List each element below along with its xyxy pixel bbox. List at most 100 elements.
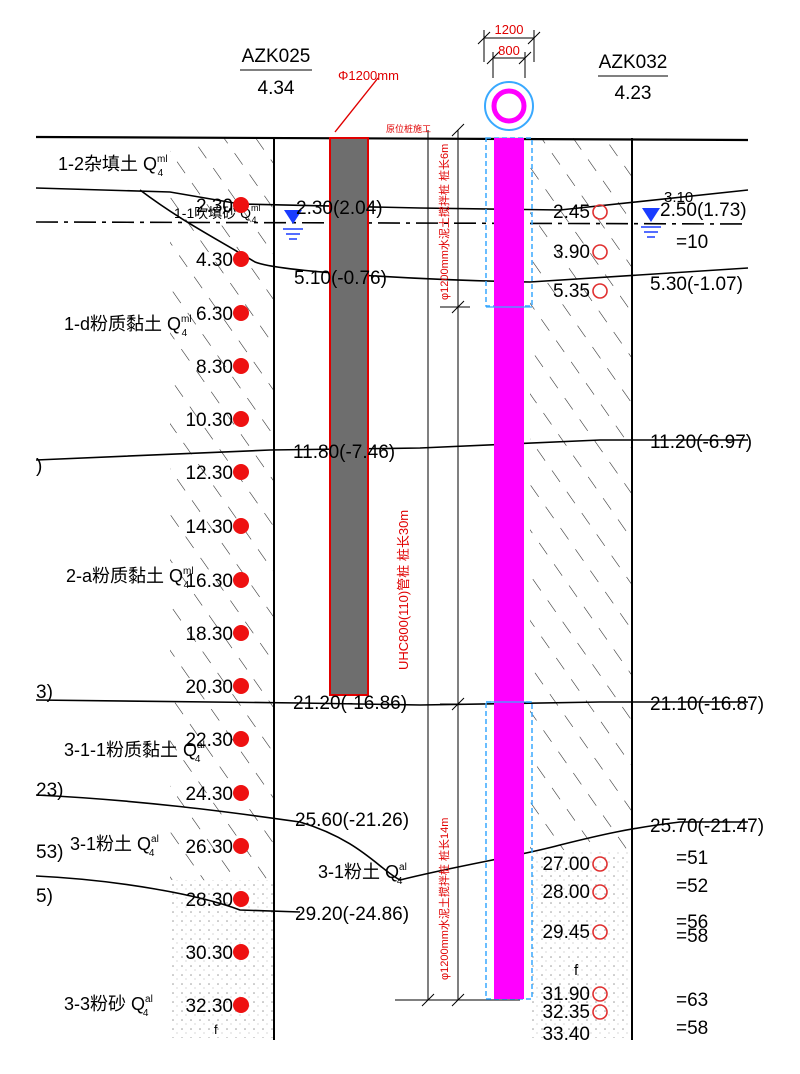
sample-marker [233, 518, 249, 534]
edge-fragment: 5) [36, 886, 53, 907]
edge-fragments: ) 3) 23) 53) 5) [36, 456, 63, 907]
sample-marker [233, 944, 249, 960]
right-borehole-id: AZK032 [599, 52, 668, 73]
blow-counts: =10 =51 =52 =56 =58 =63 =58 [676, 232, 708, 1039]
left-sample-label: 20.30 [185, 677, 233, 698]
left-borehole-id: AZK025 [242, 46, 311, 67]
water-level-left [283, 210, 303, 240]
stratum-boundaries [35, 135, 749, 913]
water-level-right [641, 208, 661, 238]
water-level-line [35, 221, 749, 225]
sample-marker [233, 838, 249, 854]
right-samples: 2.45 3.90 5.35 27.00 28.00 29.45 31.90 3… [542, 202, 590, 1045]
left-boundary-label: 2.30(2.04) [296, 198, 383, 219]
sample-marker-hollow [592, 856, 608, 872]
right-sample-label: 32.35 [542, 1002, 590, 1023]
sample-marker [233, 572, 249, 588]
lower-casing-label: φ1200mm水泥土搅拌桩 桩长14m [437, 818, 451, 980]
blow-count: =51 [676, 848, 708, 869]
right-boundary-labels: 3.10 2.50(1.73) 5.30(-1.07) 11.20(-6.97)… [650, 189, 764, 837]
blow-count: =58 [676, 926, 708, 947]
left-sample-label: 10.30 [185, 410, 233, 431]
right-borehole-header: AZK032 4.23 [598, 52, 668, 104]
left-boundary-labels: 2.30(2.04) 5.10(-0.76) 11.80(-7.46) 21.2… [293, 198, 409, 925]
misc-f-label: f [574, 962, 579, 979]
right-sample-label: 33.40 [542, 1024, 590, 1045]
pipe-pile [486, 138, 532, 999]
right-sample-markers [592, 204, 608, 1020]
right-borehole-elevation: 4.23 [615, 83, 652, 104]
right-sample-label: 5.35 [553, 281, 590, 302]
left-sample-label: 4.30 [196, 250, 233, 271]
blow-count: =10 [676, 232, 708, 253]
top-red-note: 原位桩施工 [386, 123, 431, 134]
edge-fragment: 23) [36, 780, 63, 801]
sample-marker [233, 891, 249, 907]
left-borehole-elevation: 4.34 [258, 78, 295, 99]
boundary-2 [139, 189, 749, 283]
right-sample-label: 27.00 [542, 854, 590, 875]
left-sample-label: 16.30 [185, 571, 233, 592]
left-sample-label: 30.30 [185, 943, 233, 964]
left-boundary-label: 25.60(-21.26) [295, 810, 409, 831]
sample-marker-hollow [592, 1004, 608, 1020]
pile-cross-section: 1200 800 [477, 22, 541, 131]
sample-marker-hollow [592, 986, 608, 1002]
blow-count: =52 [676, 876, 708, 897]
existing-pile [329, 77, 379, 696]
right-boundary-label: 5.30(-1.07) [650, 274, 743, 295]
pipe-pile-label: UHC800(110)管桩 桩长30m [396, 510, 411, 670]
dim-outer: 1200 [495, 22, 524, 37]
right-sample-label: 3.90 [553, 242, 590, 263]
left-sample-label: 12.30 [185, 463, 233, 484]
sample-marker [233, 197, 249, 213]
boundary-5 [35, 794, 748, 881]
left-sample-label: 14.30 [185, 517, 233, 538]
sample-marker-hollow [592, 924, 608, 940]
blow-count: =58 [676, 1018, 708, 1039]
blow-count: =56 [676, 912, 708, 933]
left-borehole-header: AZK025 4.34 [240, 46, 312, 99]
left-boundary-label: 29.20(-24.86) [295, 904, 409, 925]
sample-marker [233, 997, 249, 1013]
sample-marker [233, 305, 249, 321]
right-sample-label: 31.90 [542, 984, 590, 1005]
left-sample-label: 18.30 [185, 624, 233, 645]
left-sample-markers [233, 197, 249, 1013]
pile-diameter-label: Φ1200mm [338, 68, 399, 83]
left-sample-label: 32.30 [185, 996, 233, 1017]
sample-marker [233, 411, 249, 427]
right-boundary-label: 11.20(-6.97) [650, 432, 752, 453]
edge-fragment: 3) [36, 682, 53, 703]
boundary-3 [35, 439, 748, 461]
right-water-label: 2.50(1.73) [660, 200, 747, 221]
edge-fragment: 53) [36, 842, 63, 863]
misc-f-label: f [214, 1022, 218, 1037]
right-sample-label: 2.45 [553, 202, 590, 223]
boundary-4 [35, 699, 748, 706]
boundary-6 [35, 875, 301, 913]
left-boundary-label: 21.20(-16.86) [293, 693, 407, 714]
sample-marker [233, 678, 249, 694]
blow-count: =63 [676, 990, 708, 1011]
edge-fragment: ) [36, 456, 42, 477]
sample-marker [233, 625, 249, 641]
sample-marker-hollow [592, 884, 608, 900]
ground-surface-line [35, 135, 749, 142]
right-boundary-label: 3.10 [664, 189, 693, 206]
sample-marker [233, 785, 249, 801]
left-sample-label: 2.30 [196, 196, 233, 217]
sample-marker-hollow [592, 244, 608, 260]
sample-marker [233, 464, 249, 480]
right-sample-label: 28.00 [542, 882, 590, 903]
right-borehole-column [530, 138, 633, 1040]
